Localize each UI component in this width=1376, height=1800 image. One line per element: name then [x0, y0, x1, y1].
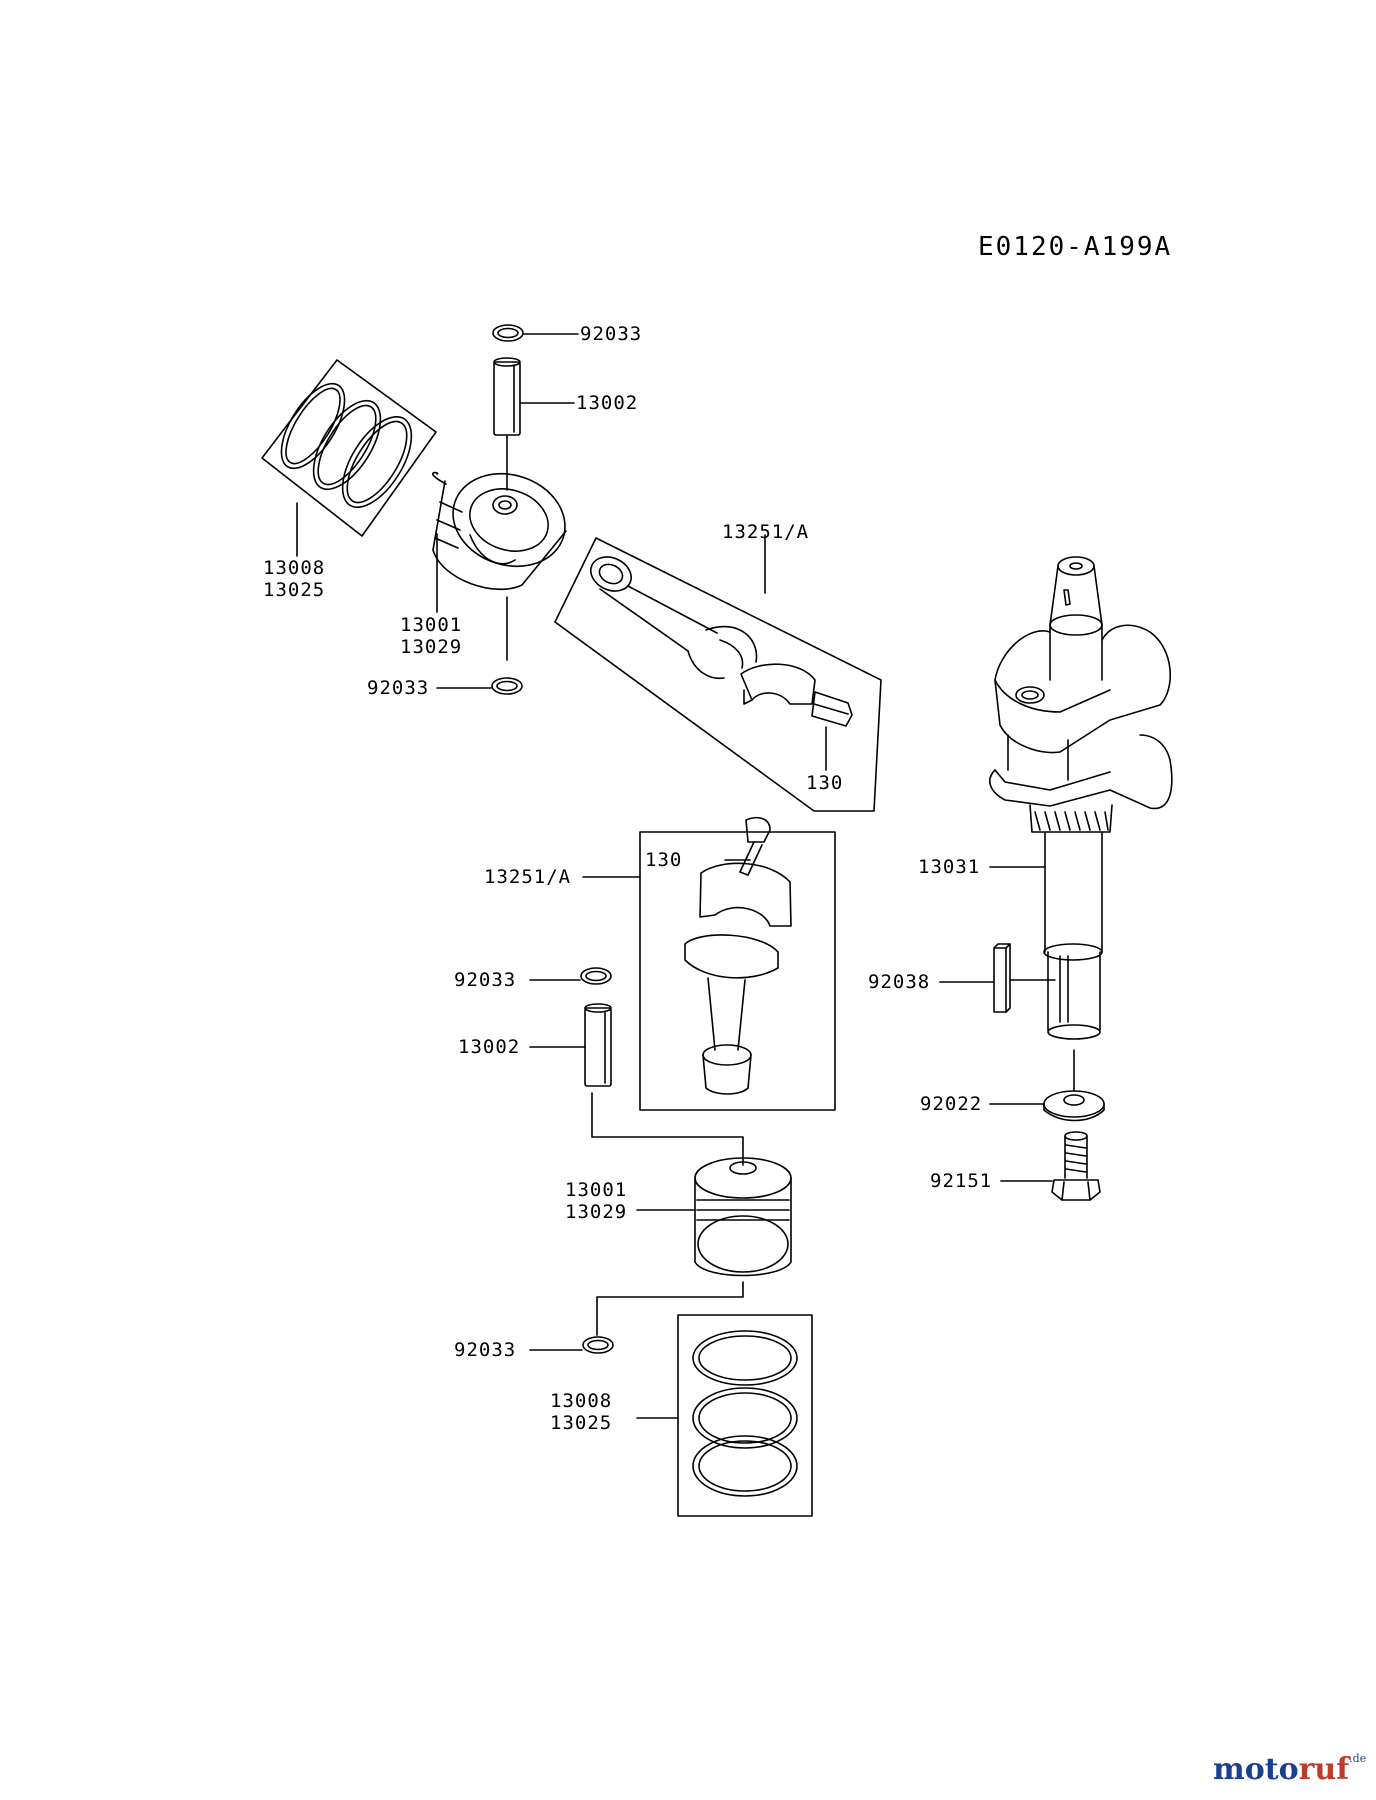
part-label-130: 130	[806, 772, 844, 794]
piston-pin-top	[493, 357, 521, 436]
part-label-13029: 13029	[565, 1201, 628, 1223]
brand-text-a: moto	[1213, 1752, 1299, 1787]
part-label-92022: 92022	[920, 1093, 983, 1115]
part-label-13029: 13029	[400, 636, 463, 658]
brand-text-b: ruf	[1298, 1752, 1350, 1787]
part-label-92033: 92033	[580, 323, 643, 345]
piston-pin-middle	[584, 1003, 612, 1087]
part-label-92151: 92151	[930, 1170, 993, 1192]
bolt-92151	[1051, 1131, 1101, 1201]
part-label-92033: 92033	[367, 677, 430, 699]
part-label-13002: 13002	[576, 392, 639, 414]
crankshaft	[989, 556, 1173, 1040]
conrod-box-middle	[639, 816, 836, 1111]
part-label-92038: 92038	[868, 971, 931, 993]
part-label-13001: 13001	[565, 1179, 628, 1201]
brand-suffix: .de	[1349, 1752, 1367, 1765]
part-label-13251-a: 13251/A	[484, 866, 572, 888]
assembly-line	[596, 1281, 744, 1336]
part-label-13002: 13002	[458, 1036, 521, 1058]
ring-set-box-top	[261, 359, 437, 537]
part-label-92033: 92033	[454, 969, 517, 991]
part-label-13025: 13025	[550, 1412, 613, 1434]
ring-set-box-lower	[677, 1314, 813, 1517]
conrod-box-top	[554, 537, 882, 812]
assembly-line	[591, 1092, 744, 1166]
key-92038	[993, 943, 1011, 1013]
part-label-13031: 13031	[918, 856, 981, 878]
part-label-130: 130	[645, 849, 683, 871]
circlip-middle	[580, 967, 612, 985]
part-label-13025: 13025	[263, 579, 326, 601]
part-label-13008: 13008	[550, 1390, 613, 1412]
piston-lower	[694, 1157, 792, 1277]
washer-92022	[1043, 1090, 1105, 1122]
part-label-13251-a: 13251/A	[722, 521, 810, 543]
part-label-13001: 13001	[400, 614, 463, 636]
part-label-92033: 92033	[454, 1339, 517, 1361]
diagram-code: E0120-A199A	[978, 232, 1173, 262]
circlip-lower	[582, 1336, 614, 1354]
part-label-13008: 13008	[263, 557, 326, 579]
piston-top	[431, 471, 567, 590]
brand-watermark[interactable]: motoruf.de	[1213, 1752, 1366, 1787]
circlip-top-lower	[491, 677, 523, 695]
circlip-top-upper	[492, 324, 524, 342]
